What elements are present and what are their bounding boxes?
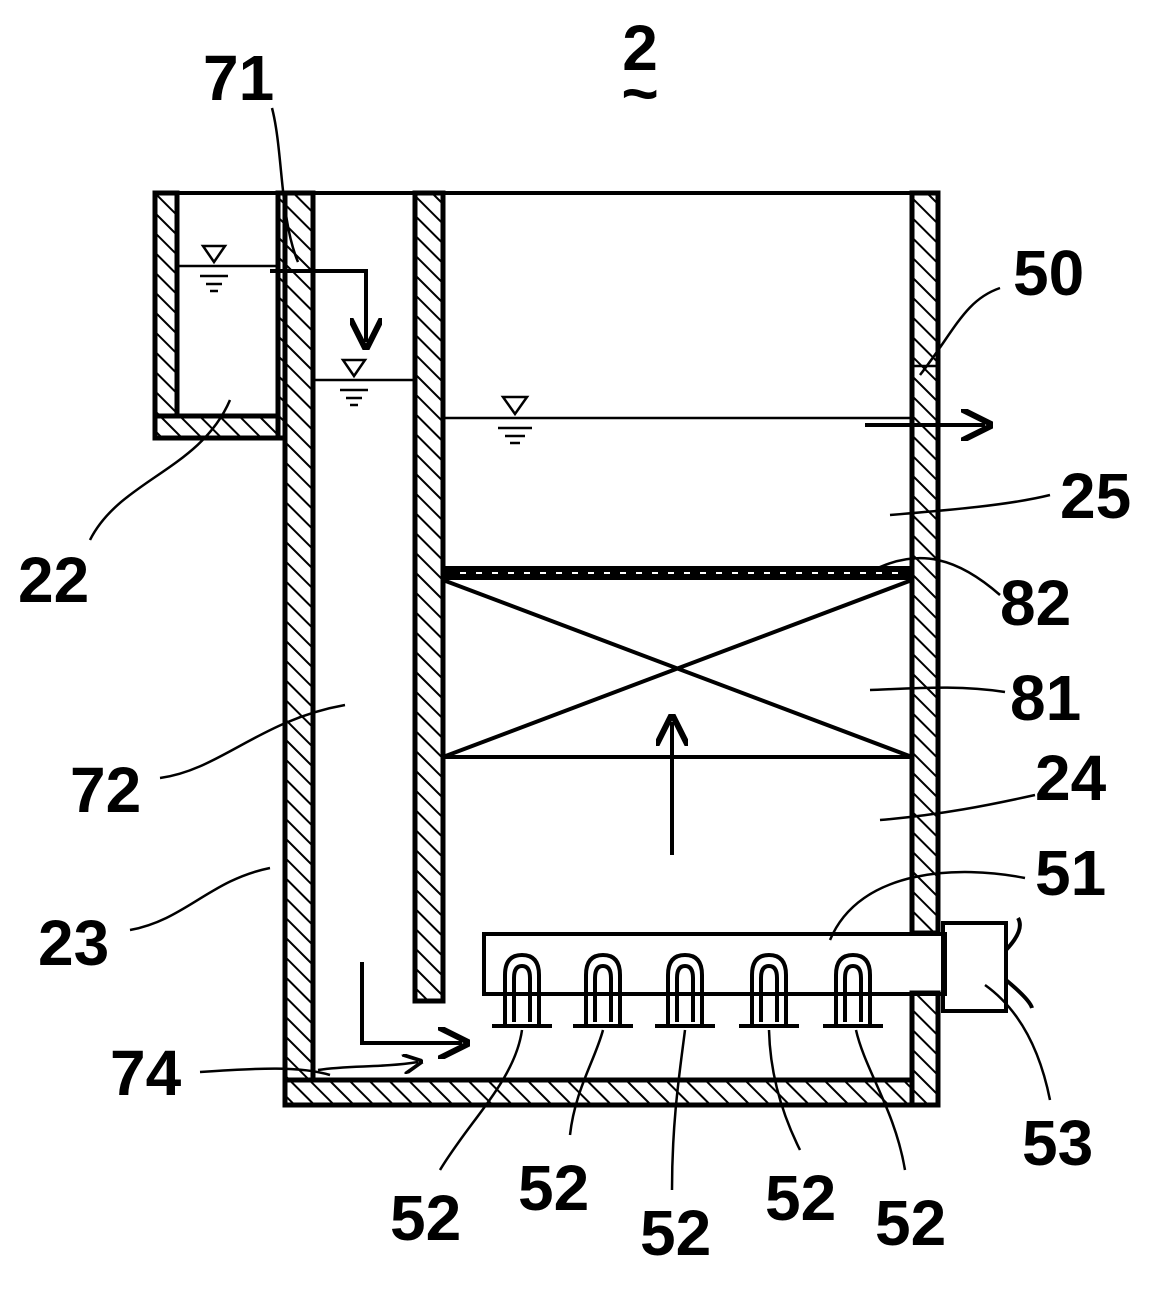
label-81: 81	[1010, 662, 1081, 734]
diffuser-header	[482, 932, 947, 996]
bottom-flow-arrow	[317, 1062, 418, 1070]
leader-53	[984, 983, 1052, 1101]
blower	[941, 916, 1034, 1013]
diffuser-3	[655, 952, 715, 1028]
label-71: 71	[203, 42, 274, 114]
diffusers	[492, 952, 883, 1028]
water-level-reactor	[443, 395, 912, 445]
water-level-tank	[177, 244, 278, 293]
label-82: 82	[1000, 567, 1071, 639]
leader-52b	[568, 1029, 605, 1136]
leader-52d	[767, 1029, 802, 1151]
outer-left-wall	[282, 190, 316, 1108]
figure-number-mark: ~	[621, 57, 658, 129]
leader-23	[129, 866, 271, 932]
leader-82	[869, 556, 1001, 596]
leader-74	[199, 1067, 331, 1077]
figure-number: 2	[622, 12, 658, 84]
leader-25	[889, 493, 1051, 517]
diffuser-4	[739, 952, 799, 1028]
label-74: 74	[110, 1037, 182, 1109]
label-52b: 52	[518, 1152, 589, 1224]
bottom-wall	[282, 1077, 941, 1108]
right-wall-lower	[909, 990, 941, 1108]
leader-52c	[670, 1029, 687, 1191]
label-25: 25	[1060, 460, 1131, 532]
label-52e: 52	[875, 1187, 946, 1259]
diffuser-2	[573, 952, 633, 1028]
packed-bed	[442, 578, 913, 759]
label-24: 24	[1035, 742, 1107, 814]
leader-24	[879, 793, 1036, 822]
partition-wall	[412, 190, 446, 1004]
diffuser-1	[492, 952, 552, 1028]
channel-flow-arrow	[360, 962, 462, 1043]
mesh-layer	[443, 566, 912, 580]
leader-52a	[438, 1029, 524, 1171]
water-level-channel	[313, 358, 415, 407]
right-wall-upper	[909, 190, 941, 936]
label-53: 53	[1022, 1107, 1093, 1179]
label-23: 23	[38, 907, 109, 979]
inlet-tank-walls	[152, 190, 303, 441]
label-51: 51	[1035, 837, 1106, 909]
leader-22	[88, 399, 232, 541]
diffuser-5	[823, 952, 883, 1028]
overflow-arrow	[270, 269, 366, 342]
leader-71	[270, 107, 300, 263]
label-52a: 52	[390, 1182, 461, 1254]
leader-72	[159, 703, 346, 780]
leader-52e	[854, 1029, 907, 1171]
leader-81	[869, 686, 1006, 694]
label-52c: 52	[640, 1197, 711, 1269]
leader-50	[919, 286, 1001, 376]
leader-51	[828, 870, 1026, 941]
label-52d: 52	[765, 1162, 836, 1234]
label-72: 72	[70, 754, 141, 826]
label-50: 50	[1013, 237, 1084, 309]
label-22: 22	[18, 544, 89, 616]
